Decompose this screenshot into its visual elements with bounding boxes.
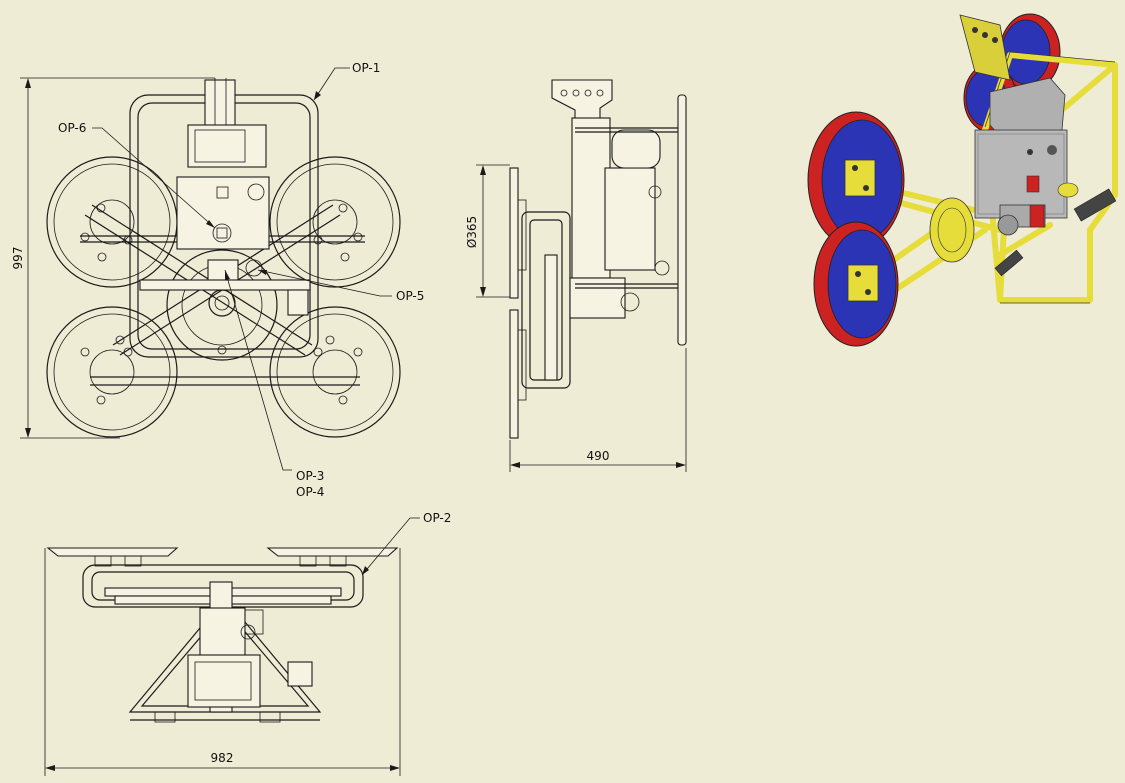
depth-dimension-label: 490 <box>587 449 610 463</box>
top-pad-left <box>46 547 179 557</box>
callout-op5-label: OP-5 <box>396 289 424 303</box>
side-body <box>551 79 680 319</box>
width-dimension-label: 982 <box>211 751 234 765</box>
height-dimension-label: 997 <box>11 247 25 270</box>
callout-op4-label: OP-4 <box>296 485 324 499</box>
callout-op3-label: OP-3 <box>296 469 324 483</box>
callout-op5: OP-5 <box>257 269 424 303</box>
callout-op2: OP-2 <box>361 511 451 576</box>
top-view: OP-2 982 <box>44 511 451 776</box>
width-dimension: 982 <box>44 548 401 776</box>
iso-motor-housing <box>974 77 1068 219</box>
iso-pad-front-lower <box>813 221 899 347</box>
valve-block <box>139 259 311 316</box>
callout-op1-label: OP-1 <box>352 61 380 75</box>
callout-op2-label: OP-2 <box>423 511 451 525</box>
diameter-dimension: Ø365 <box>465 164 510 298</box>
iso-mount-plate <box>959 14 1011 81</box>
callout-op6: OP-6 <box>58 121 216 229</box>
top-motor-unit <box>154 581 313 723</box>
side-view: Ø365 <box>465 79 687 472</box>
suction-pad-bottom-right <box>269 306 401 438</box>
iso-valve <box>994 182 1117 277</box>
suction-pad-top-right <box>269 156 401 288</box>
front-view: 997 <box>11 61 424 499</box>
callout-op6-label: OP-6 <box>58 121 86 135</box>
height-dimension: 997 <box>11 77 215 439</box>
side-pad-lower <box>509 309 519 439</box>
diameter-dimension-label: Ø365 <box>465 216 479 248</box>
callout-op3-op4: OP-3 OP-4 <box>224 269 324 499</box>
motor-unit <box>187 78 267 168</box>
iso-rotary-disc <box>929 197 975 263</box>
suction-pad-top-left <box>46 156 178 288</box>
side-pad-upper <box>509 167 519 299</box>
depth-dimension: 490 <box>509 348 687 472</box>
iso-view <box>807 13 1118 347</box>
control-box <box>176 176 270 250</box>
side-handle <box>677 94 687 346</box>
suction-pad-bottom-left <box>46 306 178 438</box>
callout-op1: OP-1 <box>313 61 380 101</box>
iso-pad-back <box>999 13 1061 91</box>
iso-pad-front-upper <box>807 111 905 249</box>
top-pad-right <box>266 547 399 557</box>
